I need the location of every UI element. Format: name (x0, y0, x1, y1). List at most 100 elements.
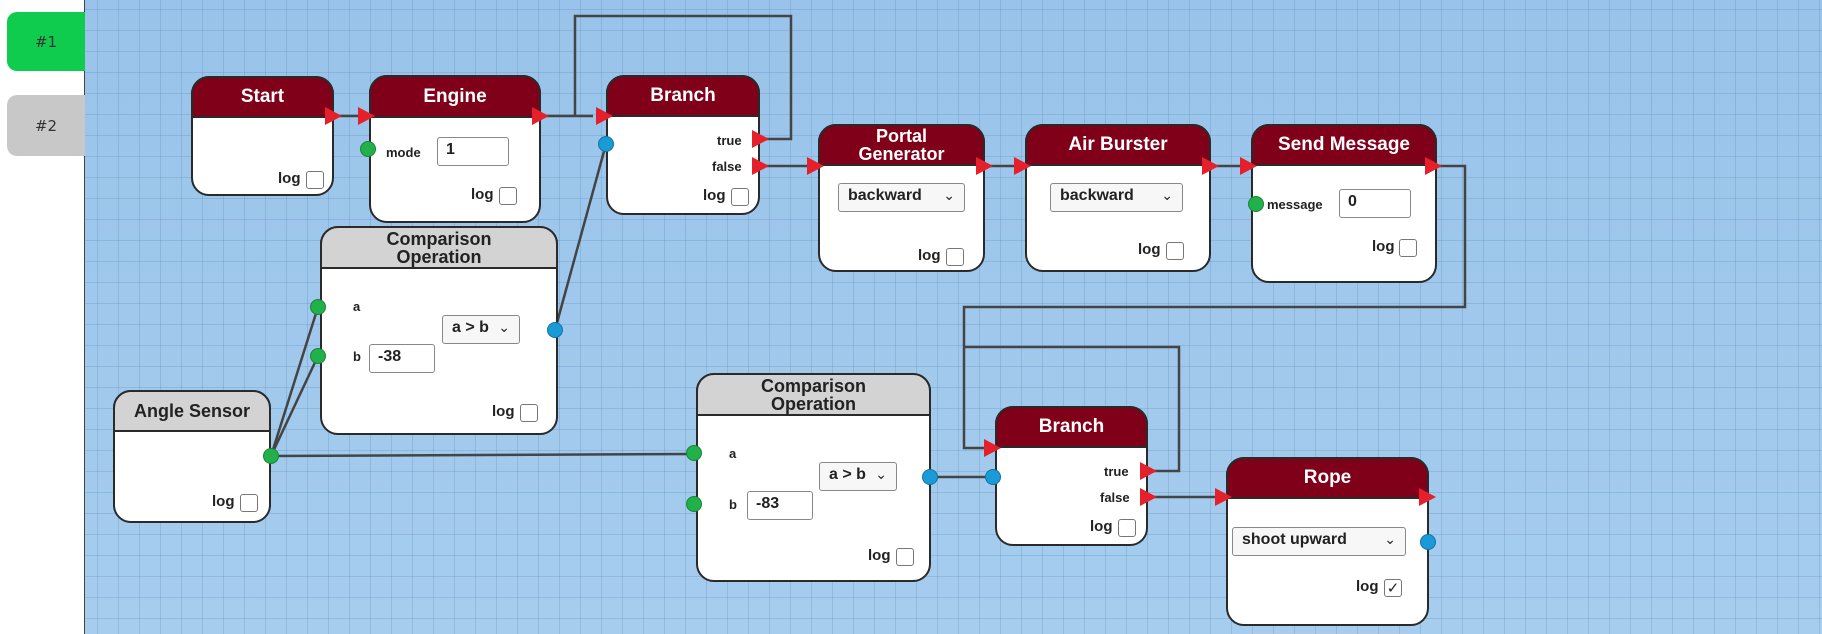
engine-mode-port[interactable] (360, 141, 376, 157)
rope-node-title: Rope (1226, 457, 1429, 499)
angle-sensor-output-port[interactable] (263, 448, 279, 464)
send-message-node[interactable]: Send Message message 0 log (1251, 124, 1437, 283)
engine-exec-out-arrow[interactable] (532, 107, 549, 125)
chevron-down-icon: ⌄ (943, 187, 955, 203)
start-exec-out-arrow[interactable] (325, 107, 342, 125)
air-burster-exec-in-arrow[interactable] (1014, 157, 1031, 175)
wire-angle-compare2 (270, 452, 695, 458)
branch2-false-arrow[interactable] (1140, 488, 1157, 506)
branch1-node[interactable]: Branch true false log (606, 75, 760, 215)
comparison1-log-checkbox[interactable] (520, 404, 538, 422)
portal-title-line2: Generator (858, 144, 945, 164)
send-message-log-label: log (1372, 238, 1395, 255)
engine-exec-in-arrow[interactable] (358, 107, 375, 125)
comparison2-a-port[interactable] (686, 445, 702, 461)
send-message-label: message (1267, 197, 1323, 212)
air-burster-direction-select[interactable]: backward⌄ (1050, 183, 1183, 212)
send-message-exec-out-arrow[interactable] (1425, 157, 1442, 175)
tab-2-label: #2 (34, 116, 58, 135)
branch1-node-title: Branch (606, 75, 760, 117)
start-log-checkbox[interactable] (306, 171, 324, 189)
branch2-node[interactable]: Branch true false log (995, 406, 1148, 546)
branch2-condition-port[interactable] (985, 469, 1001, 485)
portal-direction-select[interactable]: backward ⌄ (838, 183, 965, 212)
send-message-exec-in-arrow[interactable] (1240, 157, 1257, 175)
engine-mode-field[interactable]: 1 (437, 137, 509, 166)
send-message-log-checkbox[interactable] (1399, 239, 1417, 257)
comparison2-title-line2: Operation (770, 393, 856, 414)
angle-sensor-node[interactable]: Angle Sensor log (113, 390, 271, 523)
comparison2-operator-value: a > b (829, 466, 866, 483)
chevron-down-icon: ⌄ (498, 319, 510, 335)
engine-log-checkbox[interactable] (499, 187, 517, 205)
comparison1-node-title: Comparison Operation (320, 226, 558, 269)
branch2-true-label: true (1104, 464, 1129, 479)
send-message-port[interactable] (1248, 196, 1264, 212)
angle-sensor-log-label: log (212, 493, 235, 510)
start-node[interactable]: Start log (191, 76, 334, 196)
comparison1-title-line1: Comparison (386, 228, 492, 249)
comparison1-output-port[interactable] (547, 322, 563, 338)
branch2-node-title: Branch (995, 406, 1148, 448)
comparison1-operator-select[interactable]: a > b⌄ (442, 315, 520, 344)
comparison2-b-label: b (729, 497, 737, 512)
send-message-node-title: Send Message (1251, 124, 1437, 166)
angle-sensor-log-checkbox[interactable] (240, 494, 258, 512)
branch1-condition-port[interactable] (598, 136, 614, 152)
branch1-false-arrow[interactable] (752, 157, 769, 175)
branch1-true-arrow[interactable] (752, 130, 769, 148)
rope-action-select[interactable]: shoot upward⌄ (1232, 527, 1406, 556)
portal-node[interactable]: Portal Generator backward ⌄ log (818, 124, 985, 272)
chevron-down-icon: ⌄ (875, 466, 887, 482)
branch2-exec-in-arrow[interactable] (984, 439, 1001, 457)
wire-compare1-branch1 (553, 143, 608, 331)
comparison1-log-label: log (492, 403, 515, 420)
branch2-log-checkbox[interactable] (1118, 519, 1136, 537)
rope-log-checkbox[interactable]: ✓ (1384, 579, 1402, 597)
portal-direction-value: backward (848, 187, 922, 204)
tab-2[interactable]: #2 (7, 95, 85, 156)
wire-send-branch2 (962, 164, 1467, 450)
air-burster-direction-value: backward (1060, 187, 1134, 204)
rope-action-value: shoot upward (1242, 531, 1347, 548)
branch1-log-label: log (703, 187, 726, 204)
comparison1-a-port[interactable] (310, 299, 326, 315)
comparison2-b-port[interactable] (686, 496, 702, 512)
air-burster-node-title: Air Burster (1025, 124, 1211, 166)
send-message-field[interactable]: 0 (1339, 189, 1411, 218)
rope-output-port[interactable] (1420, 534, 1436, 550)
air-burster-exec-out-arrow[interactable] (1202, 157, 1219, 175)
comparison1-b-port[interactable] (310, 348, 326, 364)
portal-log-checkbox[interactable] (946, 248, 964, 266)
comparison2-node-title: Comparison Operation (696, 373, 931, 416)
air-burster-log-label: log (1138, 241, 1161, 258)
tab-1[interactable]: #1 (7, 12, 85, 71)
portal-log-label: log (918, 247, 941, 264)
branch2-true-arrow[interactable] (1140, 462, 1157, 480)
comparison1-b-field[interactable]: -38 (369, 344, 435, 373)
air-burster-node[interactable]: Air Burster backward⌄ log (1025, 124, 1211, 272)
comparison2-b-field[interactable]: -83 (747, 491, 813, 520)
engine-mode-label: mode (386, 145, 421, 160)
comparison2-node[interactable]: Comparison Operation a b -83 a > b⌄ log (696, 373, 931, 582)
branch1-log-checkbox[interactable] (731, 188, 749, 206)
rope-node[interactable]: Rope shoot upward⌄ log ✓ (1226, 457, 1429, 626)
wire-loop-top (573, 14, 793, 141)
tab-1-label: #1 (34, 32, 58, 51)
comparison2-output-port[interactable] (922, 469, 938, 485)
rope-exec-in-arrow[interactable] (1215, 488, 1232, 506)
portal-title-line1: Portal (875, 126, 927, 146)
branch1-exec-in-arrow[interactable] (596, 107, 613, 125)
portal-exec-out-arrow[interactable] (976, 157, 993, 175)
comparison2-log-checkbox[interactable] (896, 548, 914, 566)
rope-exec-out-arrow[interactable] (1419, 488, 1436, 506)
node-canvas[interactable]: Start log Engine mode 1 log Branch true … (85, 0, 1822, 634)
portal-exec-in-arrow[interactable] (807, 157, 824, 175)
engine-node[interactable]: Engine mode 1 log (369, 75, 541, 223)
rope-log-label: log (1356, 578, 1379, 595)
comparison2-operator-select[interactable]: a > b ⌄ (819, 462, 897, 491)
comparison2-title-line1: Comparison (760, 375, 866, 396)
comparison2-a-label: a (729, 446, 737, 461)
air-burster-log-checkbox[interactable] (1166, 242, 1184, 260)
comparison1-node[interactable]: Comparison Operation a b -38 a > b⌄ log (320, 226, 558, 435)
